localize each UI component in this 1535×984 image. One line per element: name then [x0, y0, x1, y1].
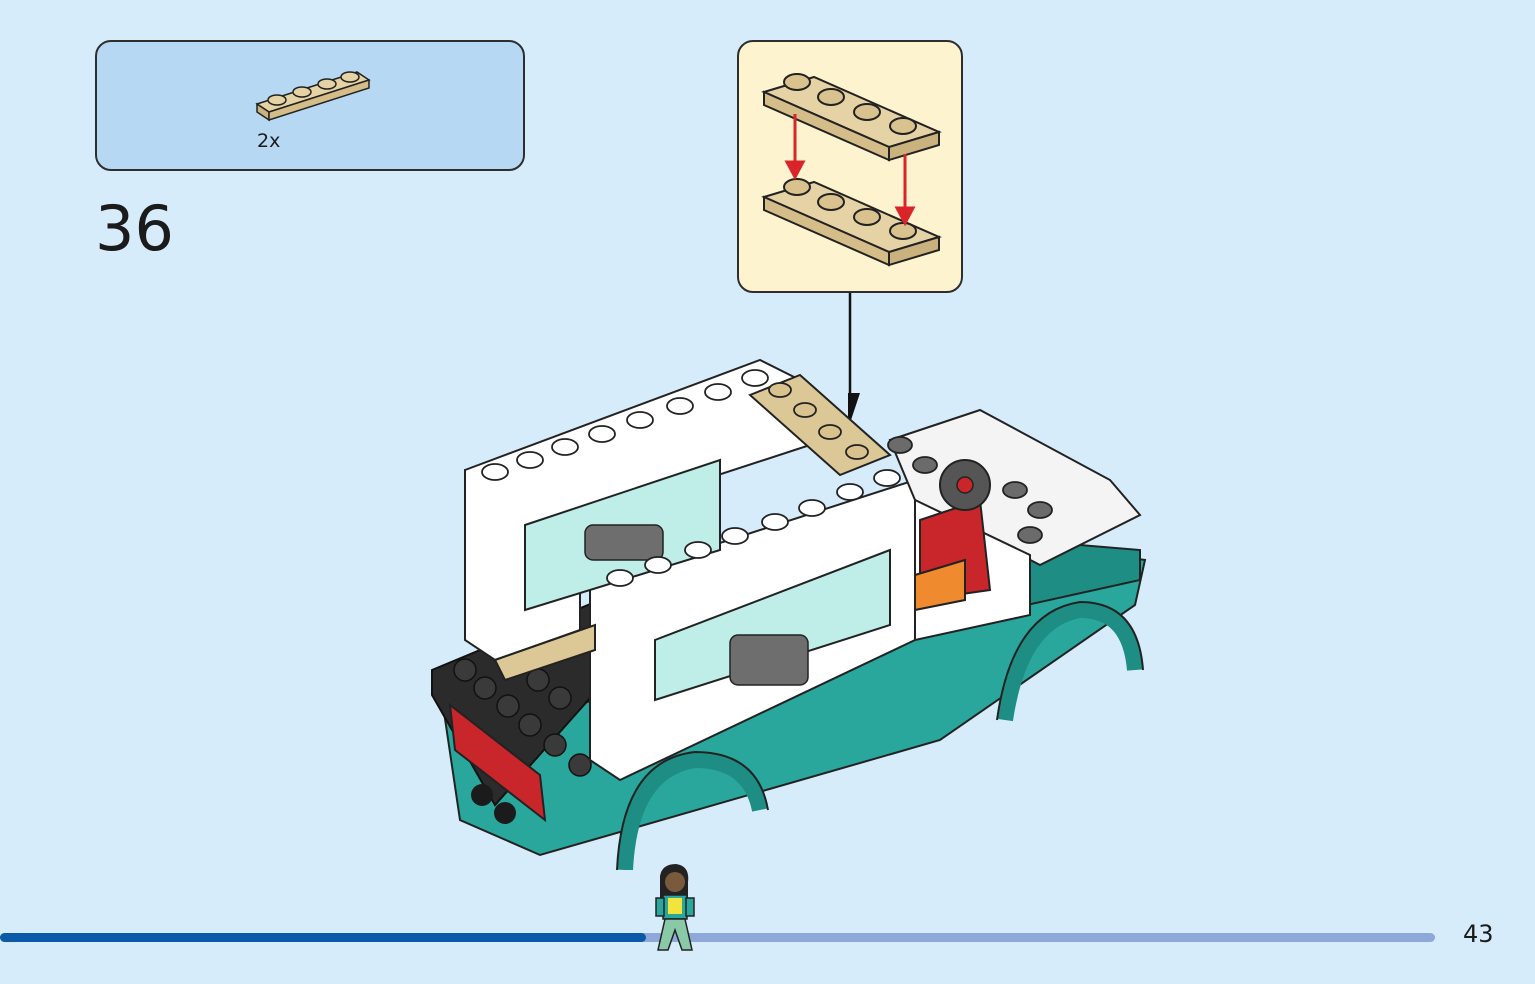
- ambulance-model-illustration: [431, 358, 1147, 870]
- part-quantity: 2x: [257, 130, 281, 152]
- progress-bar-fill: [0, 933, 646, 942]
- minifigure-runner-icon: [655, 864, 695, 951]
- parts-list-panel: 2x: [95, 40, 525, 171]
- plate-stacking-icon: [761, 73, 942, 267]
- red-arrow-icon: [784, 114, 916, 227]
- page-number: 43: [1463, 920, 1494, 948]
- callout-panel: [737, 40, 963, 293]
- tan-plate-1x4-icon: [255, 71, 371, 122]
- leader-arrow-icon: [848, 293, 860, 423]
- step-number: 36: [95, 192, 174, 265]
- progress-bar-track: [0, 933, 1435, 942]
